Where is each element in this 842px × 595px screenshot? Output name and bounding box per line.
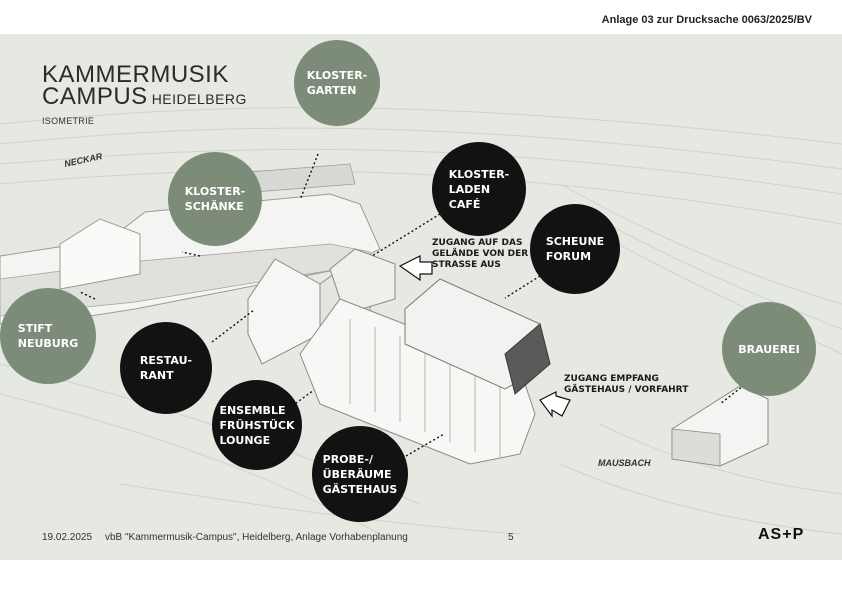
title-line-2-suffix: HEIDELBERG bbox=[151, 91, 247, 107]
document-reference: Anlage 03 zur Drucksache 0063/2025/BV bbox=[601, 14, 812, 26]
circle-restaurant: RESTAU- RANT bbox=[120, 322, 212, 414]
circle-ensemble-lounge: ENSEMBLE FRÜHSTÜCK LOUNGE bbox=[212, 380, 302, 470]
label-zugang-empfang: ZUGANG EMPFANG GÄSTEHAUS / VORFAHRT bbox=[564, 374, 689, 395]
label-zugang-strasse: ZUGANG AUF DAS GELÄNDE VON DER STRASSE A… bbox=[432, 238, 529, 270]
company-logo: AS+P bbox=[758, 526, 805, 543]
river-label-mausbach: MAUSBACH bbox=[598, 458, 651, 468]
circle-ensemble-label: ENSEMBLE FRÜHSTÜCK LOUNGE bbox=[219, 403, 295, 447]
circle-restaurant-label: RESTAU- RANT bbox=[139, 354, 193, 382]
circle-brauerei-label: BRAUEREI bbox=[738, 342, 800, 356]
footer-description: vbB "Kammermusik-Campus", Heidelberg, An… bbox=[105, 532, 408, 543]
circle-klosterschaenke: KLOSTER- SCHÄNKE bbox=[168, 152, 262, 246]
view-type-label: ISOMETRIE bbox=[42, 116, 95, 126]
circle-brauerei: BRAUEREI bbox=[722, 302, 816, 396]
footer-date: 19.02.2025 bbox=[42, 532, 93, 543]
circle-klosterschaenke-label: KLOSTER- SCHÄNKE bbox=[184, 185, 246, 213]
page-number: 5 bbox=[508, 532, 514, 543]
circle-klosterladen-label: KLOSTER- LADEN CAFÉ bbox=[448, 167, 510, 211]
isometric-site-drawing bbox=[0, 107, 842, 535]
circle-scheune-label: SCHEUNE FORUM bbox=[545, 235, 605, 263]
circle-stift-neuburg: STIFT NEUBURG bbox=[0, 288, 96, 384]
circle-klostergarten-label: KLOSTER- GARTEN bbox=[306, 69, 368, 97]
circle-probe-gaestehaus: PROBE-/ ÜBERÄUME GÄSTEHAUS bbox=[312, 426, 408, 522]
title-line-2: CAMPUS bbox=[42, 83, 148, 110]
circle-klostergarten: KLOSTER- GARTEN bbox=[294, 40, 380, 126]
circle-stift-label: STIFT NEUBURG bbox=[17, 322, 79, 350]
circle-scheune-forum: SCHEUNE FORUM bbox=[530, 204, 620, 294]
title-line-1: KAMMERMUSIK bbox=[42, 61, 229, 88]
circle-klosterladen-cafe: KLOSTER- LADEN CAFÉ bbox=[432, 142, 526, 236]
circle-probe-label: PROBE-/ ÜBERÄUME GÄSTEHAUS bbox=[322, 452, 398, 496]
